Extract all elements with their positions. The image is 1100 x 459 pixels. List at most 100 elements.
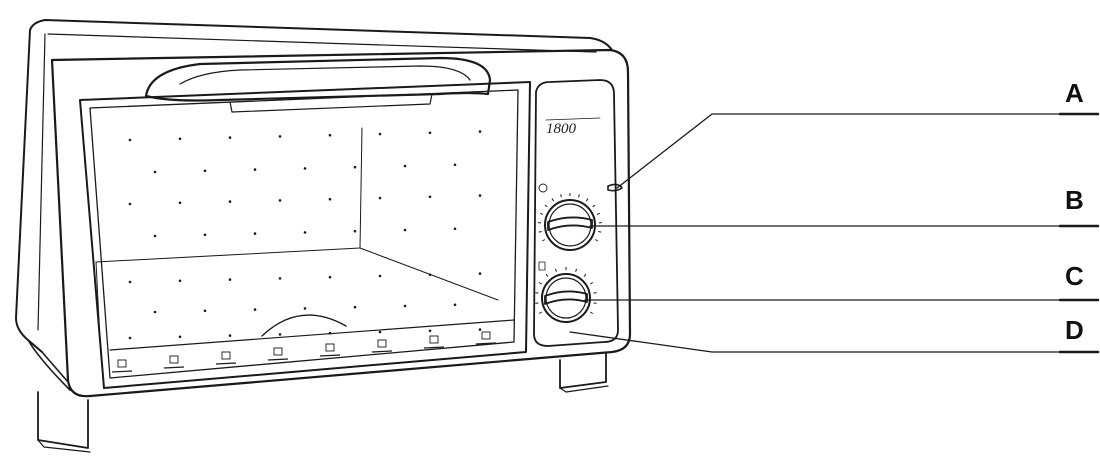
perforation-dot bbox=[253, 308, 257, 311]
function-icon bbox=[377, 339, 387, 348]
function-icon-label-mark bbox=[267, 358, 289, 361]
perforation-dot bbox=[228, 200, 232, 203]
function-icon-label-mark bbox=[371, 350, 393, 353]
dial-tick bbox=[544, 204, 548, 208]
brand-label: 1800 bbox=[546, 121, 577, 137]
leader-line-a bbox=[616, 113, 1061, 189]
timer-knob[interactable] bbox=[544, 199, 596, 251]
function-icon-label-mark bbox=[475, 342, 497, 345]
perforation-dot bbox=[403, 228, 407, 232]
oven-feet bbox=[37, 353, 609, 453]
perforation-dot bbox=[203, 233, 207, 237]
perforation-dot bbox=[278, 277, 282, 280]
perforation-dot bbox=[178, 137, 182, 141]
function-icon bbox=[481, 331, 491, 340]
perforation-dot bbox=[228, 278, 232, 281]
dial-tick bbox=[585, 198, 589, 202]
oven-door bbox=[79, 81, 531, 389]
perforation-dot bbox=[453, 303, 457, 307]
function-icon bbox=[221, 351, 231, 360]
perforation-dot bbox=[303, 167, 307, 170]
function-icon bbox=[117, 359, 127, 368]
perforation-dot bbox=[453, 163, 457, 167]
perforation-dot bbox=[128, 336, 132, 340]
temperature-scale bbox=[535, 267, 597, 314]
perforation-dot bbox=[203, 309, 207, 313]
perforation-dot bbox=[478, 272, 482, 275]
door-handle bbox=[144, 56, 492, 113]
perforation-dot bbox=[278, 333, 282, 336]
callout-leaders bbox=[569, 112, 1100, 354]
function-icon-label-mark bbox=[215, 362, 237, 365]
dial-tick bbox=[540, 212, 544, 215]
dial-tick bbox=[589, 311, 594, 314]
perforation-dot bbox=[253, 168, 257, 171]
dial-tick bbox=[593, 302, 597, 304]
dial-tick bbox=[542, 239, 546, 242]
perforation-dot bbox=[328, 197, 332, 201]
dial-tick bbox=[538, 311, 543, 314]
function-icon-label-mark bbox=[423, 346, 445, 349]
perforation-dot bbox=[128, 138, 132, 142]
perforation-dot bbox=[153, 170, 157, 174]
perforation-dot bbox=[478, 328, 482, 331]
perforation-dot bbox=[328, 133, 332, 137]
dial-tick bbox=[594, 239, 598, 242]
perforation-dot bbox=[303, 231, 307, 234]
function-icon bbox=[429, 335, 439, 344]
perforation-dot bbox=[228, 136, 232, 139]
dial-tick bbox=[535, 292, 539, 294]
perforation-dot bbox=[278, 199, 282, 202]
perforation-dot bbox=[153, 234, 157, 238]
function-icon bbox=[273, 347, 283, 356]
perforation-dot bbox=[178, 201, 182, 205]
dial-tick bbox=[554, 268, 557, 272]
perforation-dot bbox=[428, 329, 432, 333]
dial-tick bbox=[596, 212, 600, 215]
timer-scale bbox=[538, 193, 602, 242]
perforation-dot bbox=[128, 280, 132, 284]
dial-tick bbox=[538, 282, 543, 285]
perforation-dot bbox=[153, 310, 157, 314]
perforation-dot bbox=[128, 202, 132, 206]
function-icon-strip bbox=[111, 331, 497, 373]
function-icon bbox=[169, 355, 179, 364]
perforation-dot bbox=[178, 279, 182, 283]
cavity-perforations bbox=[128, 130, 482, 340]
dial-tick bbox=[589, 282, 594, 285]
perforation-dot bbox=[303, 307, 307, 310]
dial-tick bbox=[598, 230, 602, 233]
dial-tick bbox=[545, 273, 549, 277]
perforation-dot bbox=[403, 304, 407, 308]
callout-d: D bbox=[1065, 315, 1084, 345]
dial-tick bbox=[575, 268, 578, 272]
power-indicator-light bbox=[607, 183, 623, 192]
perforation-dot bbox=[378, 196, 382, 200]
dial-tick bbox=[583, 273, 587, 277]
perforation-dot bbox=[403, 164, 407, 168]
perforation-dot bbox=[228, 334, 232, 337]
dial-tick bbox=[592, 204, 596, 208]
dial-tick bbox=[578, 194, 580, 198]
dial-tick bbox=[593, 292, 597, 294]
callout-c: C bbox=[1065, 261, 1084, 291]
perforation-dot bbox=[278, 135, 282, 138]
perforation-dot bbox=[353, 229, 357, 233]
function-icon-label-mark bbox=[163, 366, 185, 369]
function-icon-label-mark bbox=[319, 354, 341, 357]
temperature-knob[interactable] bbox=[541, 273, 591, 323]
callout-b: B bbox=[1065, 185, 1084, 215]
perforation-dot bbox=[478, 194, 482, 197]
perforation-dot bbox=[378, 132, 382, 136]
leader-line-d bbox=[569, 331, 1061, 353]
callout-a: A bbox=[1065, 78, 1084, 108]
perforation-dot bbox=[428, 131, 432, 135]
perforation-dot bbox=[353, 305, 357, 309]
control-panel: 1800 bbox=[533, 79, 623, 347]
perforation-dot bbox=[203, 169, 207, 173]
perforation-dot bbox=[428, 195, 432, 199]
perforation-dot bbox=[353, 165, 357, 169]
perforation-dot bbox=[428, 273, 432, 277]
dial-tick bbox=[538, 230, 542, 233]
